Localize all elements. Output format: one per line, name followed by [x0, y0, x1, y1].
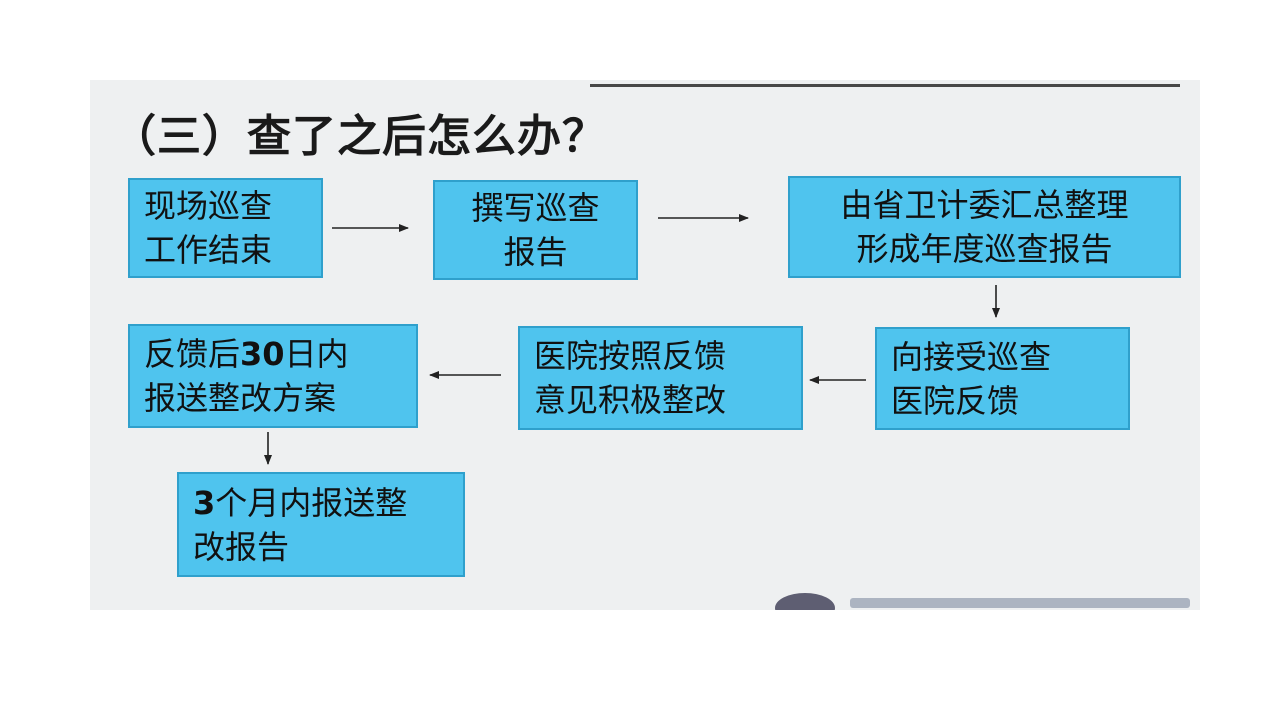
top-rule [590, 84, 1180, 87]
page-title: （三）查了之后怎么办？ [112, 111, 607, 162]
step-6-line-1: 反馈后30日内 [130, 332, 416, 376]
step-box-1: 现场巡查 工作结束 [128, 178, 323, 278]
step-2-line-1: 撰写巡查 [471, 189, 600, 227]
step-3-line-2: 形成年度巡查报告 [856, 230, 1113, 268]
step-7-line-2: 改报告 [193, 527, 290, 566]
step-7-line-1: 3个月内报送整 [179, 481, 463, 525]
step-6-line-2: 报送整改方案 [144, 379, 337, 417]
step-7-line-1-num: 3 [193, 483, 216, 522]
flow-arrows [264, 214, 1000, 465]
step-6-line-1-num: 30 [240, 335, 285, 373]
slide: （三）查了之后怎么办？ 现场巡查 工作结束 撰写巡查 报告 由省卫计委汇总整理 … [90, 80, 1200, 610]
step-box-5: 医院按照反馈 意见积极整改 [518, 326, 803, 430]
step-box-2: 撰写巡查 报告 [433, 180, 638, 280]
step-7-line-1-post: 个月内报送整 [215, 483, 408, 522]
step-1-line-2: 工作结束 [144, 231, 273, 269]
step-box-6: 反馈后30日内 报送整改方案 [128, 324, 418, 428]
emblem-logo [775, 593, 835, 610]
step-4-line-1: 向接受巡查 [891, 337, 1052, 376]
step-2-line-2: 报告 [503, 233, 568, 271]
step-6-line-1-post: 日内 [284, 335, 349, 373]
step-6-line-1-pre: 反馈后 [144, 335, 241, 373]
step-5-line-2: 意见积极整改 [534, 381, 727, 419]
footer-text-blur [850, 598, 1190, 608]
step-3-line-1: 由省卫计委汇总整理 [840, 186, 1129, 224]
step-box-3: 由省卫计委汇总整理 形成年度巡查报告 [788, 176, 1181, 278]
step-box-7: 3个月内报送整 改报告 [177, 472, 465, 577]
step-5-line-1: 医院按照反馈 [534, 337, 727, 375]
step-box-4: 向接受巡查 医院反馈 [875, 327, 1130, 430]
step-1-line-1: 现场巡查 [144, 187, 273, 225]
step-4-line-2: 医院反馈 [891, 381, 1020, 420]
